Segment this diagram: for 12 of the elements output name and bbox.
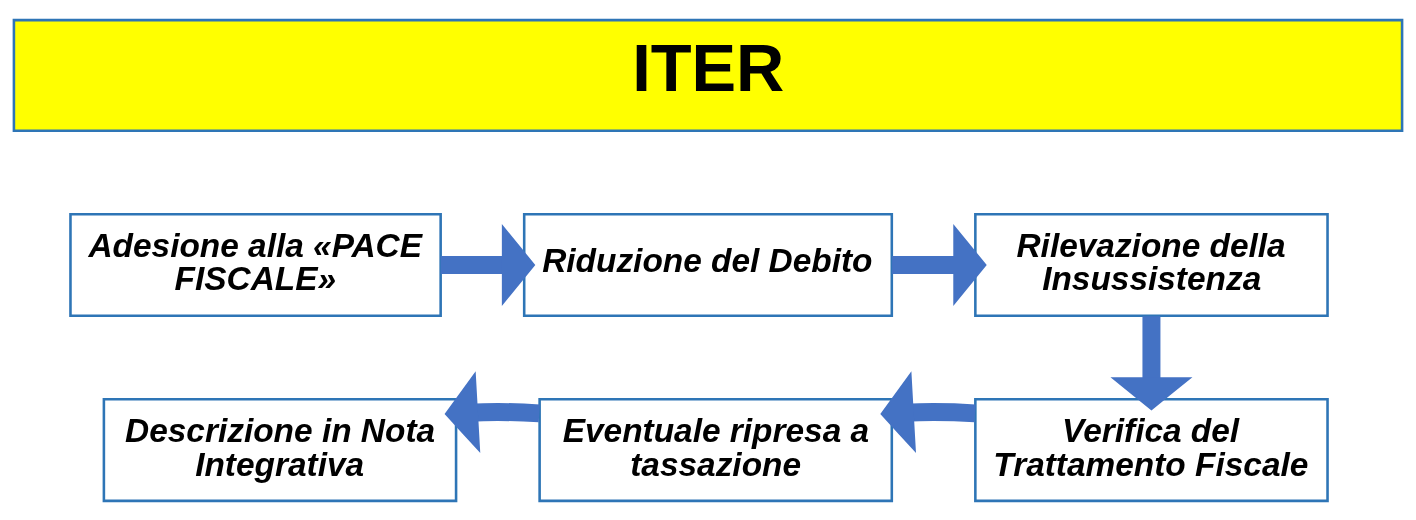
arrow: [892, 223, 987, 306]
node-box: Eventuale ripresa a tassazione: [538, 397, 894, 502]
arrow: [440, 223, 536, 306]
node-box: Adesione alla «PACE FISCALE»: [69, 212, 442, 317]
node-box: Rilevazione della Insussistenza: [974, 212, 1329, 317]
arrow: [444, 370, 540, 453]
arrow: [1110, 315, 1193, 411]
node-box: Verifica del Trattamento Fiscale: [974, 397, 1329, 502]
node-box: Riduzione del Debito: [522, 212, 894, 317]
node-box: ITER: [12, 18, 1404, 132]
node-box: Descrizione in Nota Integrativa: [102, 397, 458, 502]
arrow: [880, 370, 976, 453]
